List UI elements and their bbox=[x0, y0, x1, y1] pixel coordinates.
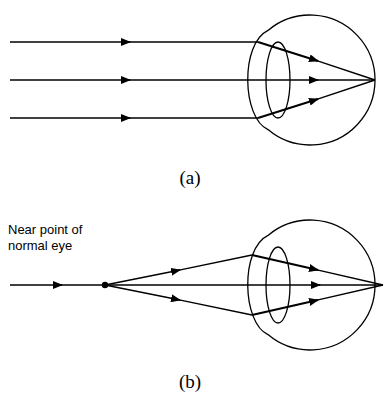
diverging-ray bbox=[105, 285, 180, 300]
diverging-ray bbox=[178, 255, 252, 270]
diverging-ray bbox=[105, 270, 180, 285]
refracted-ray bbox=[252, 300, 318, 315]
refracted-ray bbox=[258, 42, 318, 61]
refracted-ray bbox=[252, 255, 318, 270]
ray bbox=[318, 284, 383, 285]
ray bbox=[10, 117, 130, 118]
ray bbox=[128, 117, 258, 118]
refracted-ray bbox=[316, 80, 375, 100]
ray bbox=[60, 284, 105, 285]
rays-b bbox=[10, 255, 383, 315]
rays-a bbox=[10, 42, 375, 118]
figure-label: (a) bbox=[179, 166, 200, 190]
refracted-ray bbox=[316, 285, 383, 300]
ray bbox=[105, 284, 320, 285]
near-point-dot bbox=[102, 282, 108, 288]
ray bbox=[10, 79, 130, 80]
refracted-ray bbox=[316, 270, 383, 285]
ray bbox=[10, 284, 62, 285]
refracted-ray bbox=[316, 60, 375, 80]
ray bbox=[128, 41, 258, 42]
refracted-ray bbox=[258, 99, 318, 118]
diverging-ray bbox=[178, 300, 252, 315]
ray bbox=[10, 41, 130, 42]
ray bbox=[128, 79, 318, 80]
ray bbox=[316, 79, 375, 80]
figure-label: (b) bbox=[179, 370, 201, 394]
annotation-label: Near point of normal eye bbox=[8, 222, 104, 255]
